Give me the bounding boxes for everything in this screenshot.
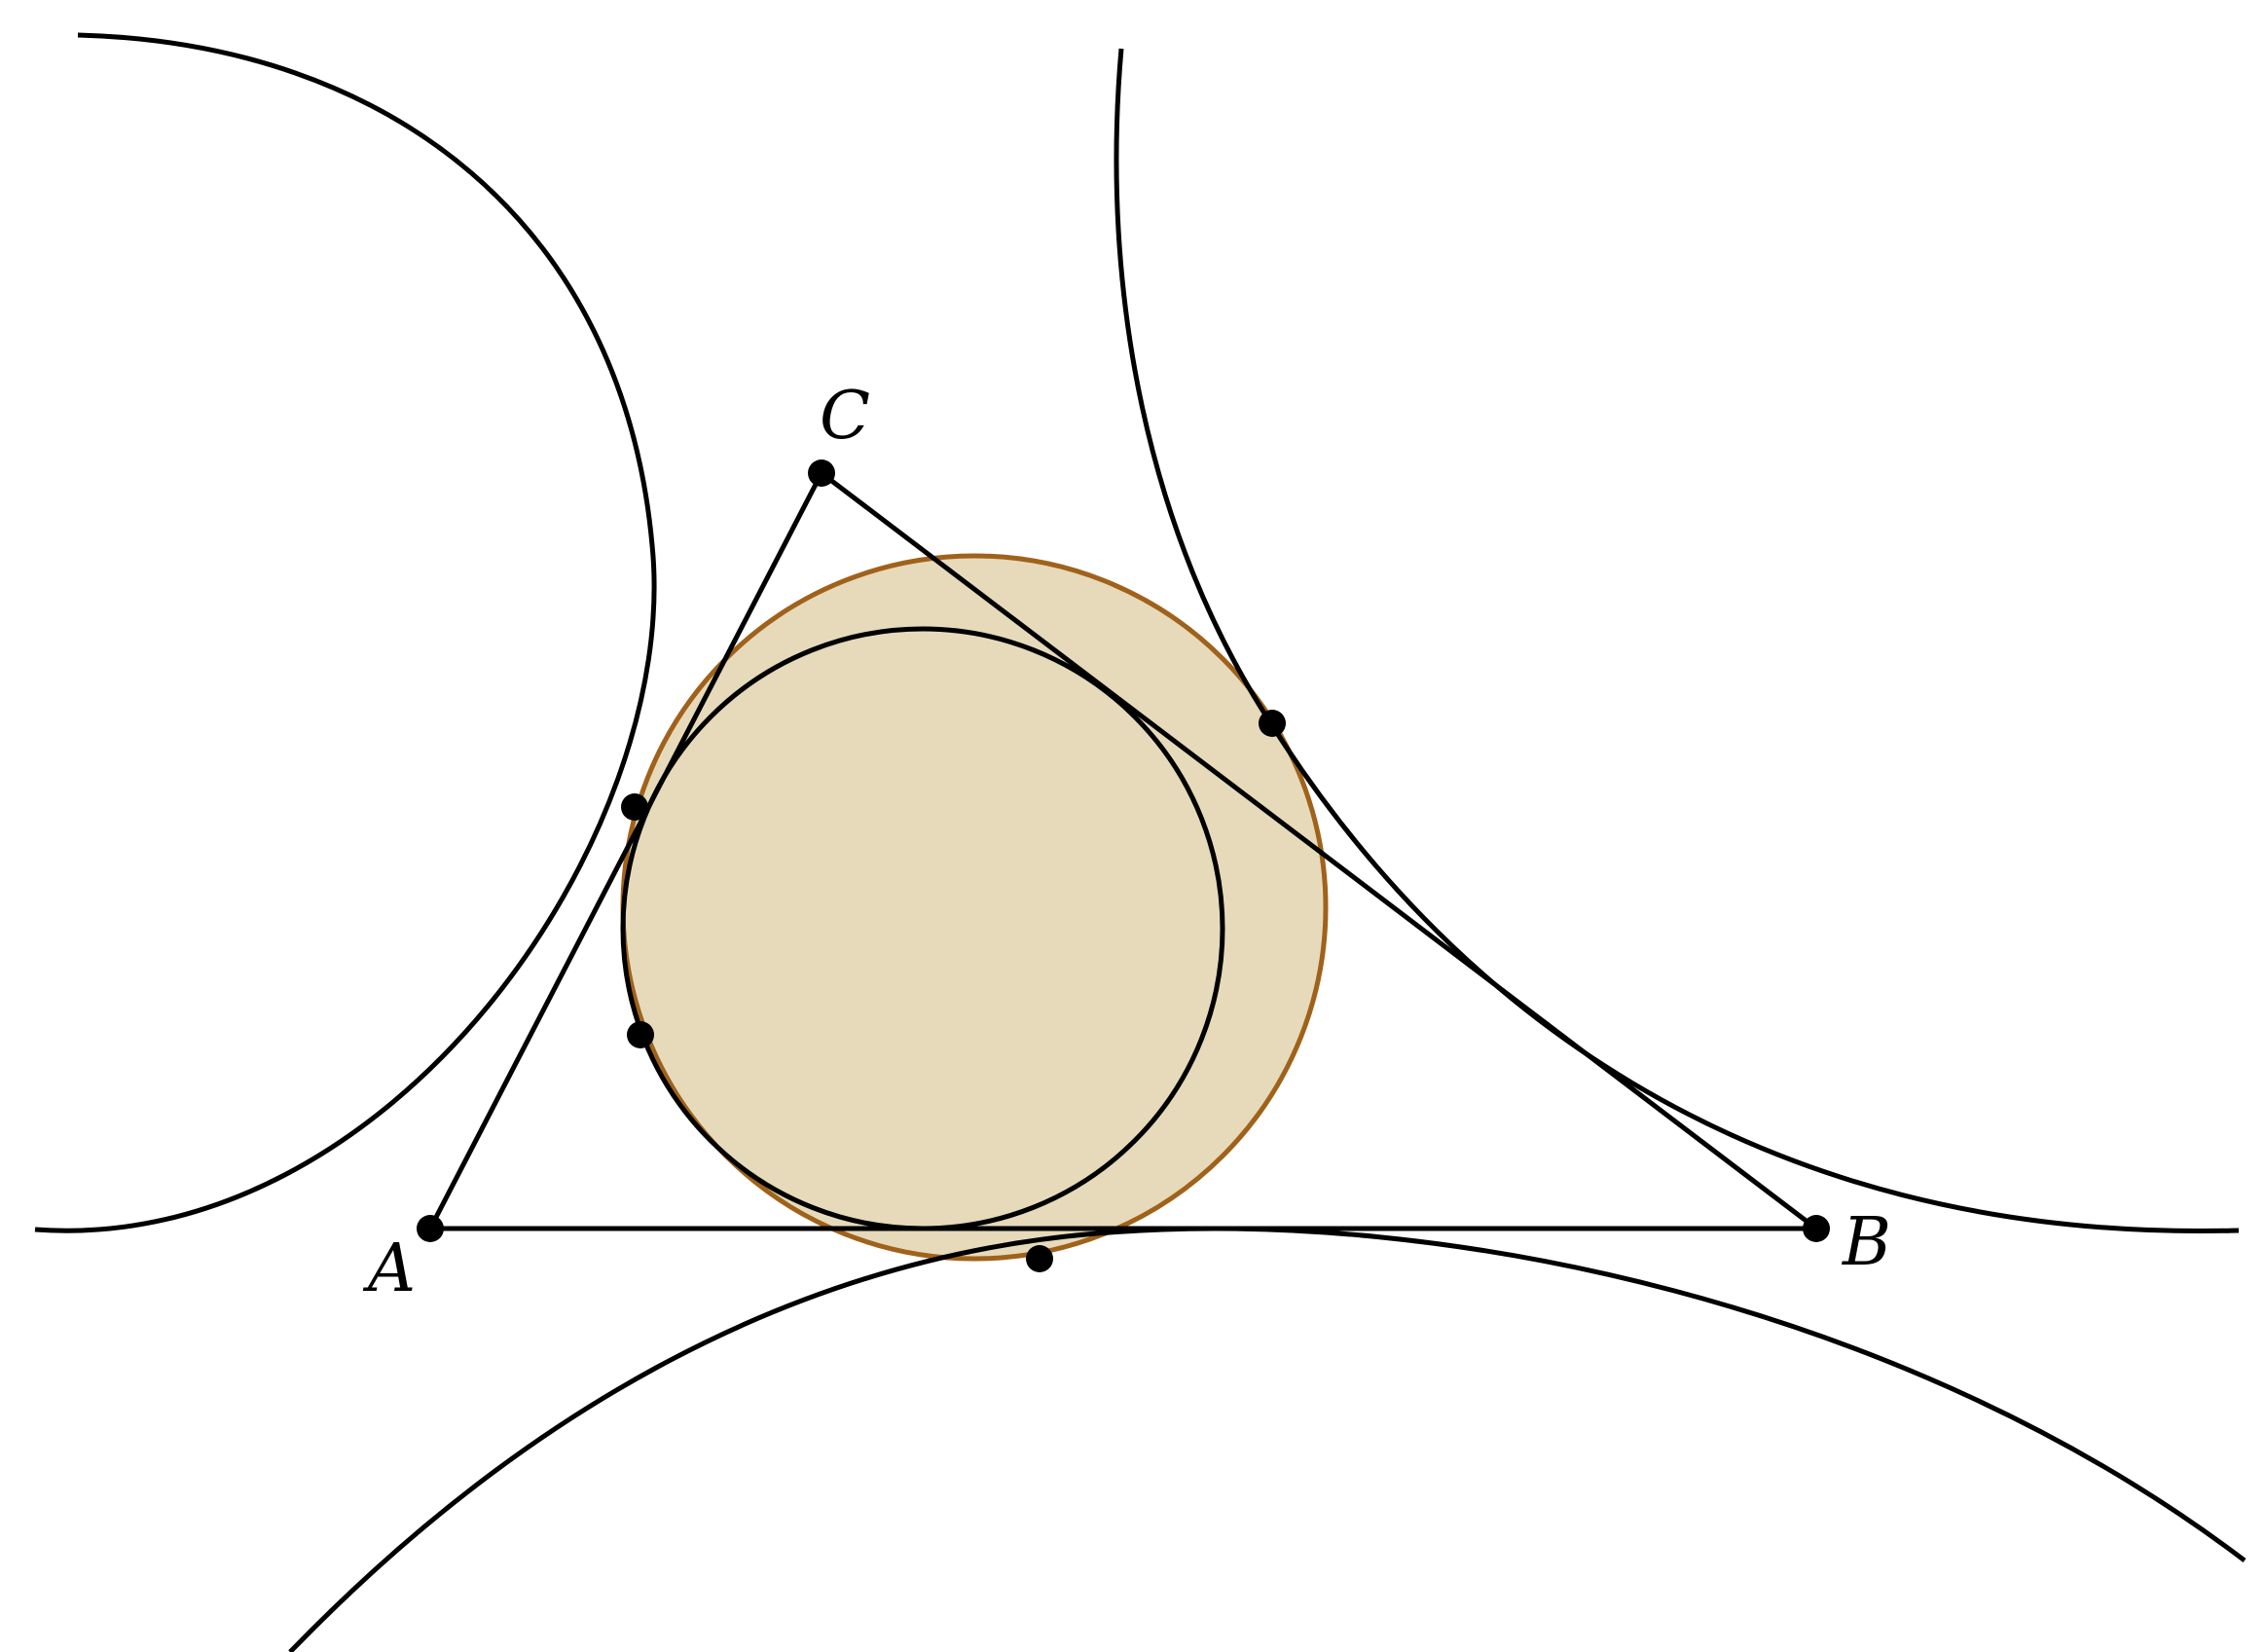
tangency-point-left	[621, 793, 648, 821]
label-a: A	[362, 1230, 416, 1307]
tangency-point-right	[1259, 710, 1286, 737]
triangle-abc	[427, 470, 1819, 1231]
excircle-arc-left	[34, 32, 657, 1233]
label-b: B	[1841, 1204, 1891, 1281]
tangency-point-inner	[627, 1021, 654, 1048]
excircle-arc-bottom	[288, 1226, 2247, 1652]
vertex-b	[1803, 1215, 1830, 1242]
tangency-point-bottom	[1026, 1245, 1053, 1272]
excircle-arc-right	[1114, 48, 2240, 1234]
vertex-c	[808, 459, 835, 487]
vertex-a	[417, 1215, 444, 1242]
label-c: C	[820, 378, 870, 455]
